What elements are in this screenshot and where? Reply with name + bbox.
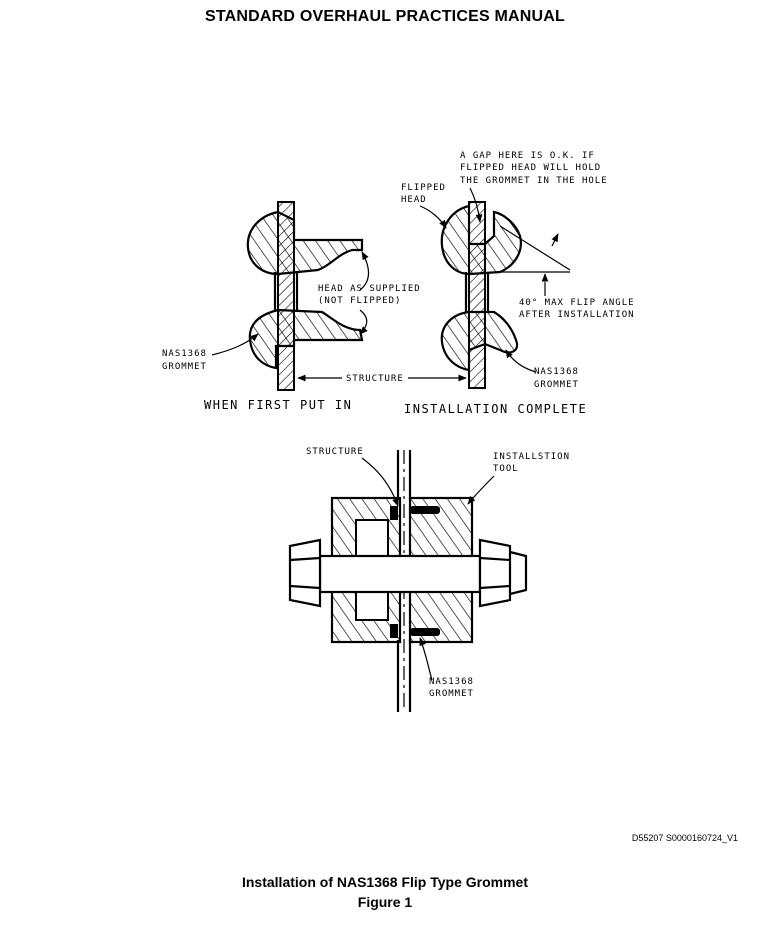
label-tool-grommet-1: NAS1368 [429,677,474,687]
grommet-upper-right [440,204,522,276]
label-grommet-left-1: NAS1368 [162,349,207,359]
label-gap-note-2: FLIPPED HEAD WILL HOLD [460,163,601,173]
page-title: STANDARD OVERHAUL PRACTICES MANUAL [205,8,565,25]
label-grommet-right-1: NAS1368 [534,367,579,377]
label-grommet-right-2: GROMMET [534,380,579,390]
bolt-shank [318,554,482,594]
hex-nut-right [478,538,512,608]
label-structure: STRUCTURE [346,374,404,384]
right-view-drawing [419,187,571,389]
label-head-as-supplied-2: (NOT FLIPPED) [318,296,401,306]
document-id: D55207 S0000160724_V1 [631,833,738,843]
label-grommet-left-2: GROMMET [162,362,207,372]
subtitle-installation-complete: INSTALLATION COMPLETE [404,402,587,416]
left-view-drawing [211,201,467,391]
subtitle-when-first-put-in: WHEN FIRST PUT IN [204,398,352,412]
label-installation-tool-1: INSTALLSTION [493,452,570,462]
label-installation-tool-2: TOOL [493,464,519,474]
grommet-lower-left [248,308,364,370]
figure-caption-title: Installation of NAS1368 Flip Type Gromme… [241,874,528,890]
label-head-as-supplied-1: HEAD AS SUPPLIED [318,284,421,294]
figure-caption-number: Figure 1 [357,894,413,910]
label-tool-grommet-2: GROMMET [429,689,474,699]
label-flip-angle-2: AFTER INSTALLATION [519,310,635,320]
structure-plate-right [468,201,486,389]
hex-nut-left [288,538,322,608]
label-tool-structure: STRUCTURE [306,447,364,457]
label-flip-angle-1: 40° MAX FLIP ANGLE [519,298,635,308]
grommet-upper-left [246,210,364,276]
grommet-lower-right [440,310,519,372]
label-flipped-head-1: FLIPPED [401,183,446,193]
label-gap-note-1: A GAP HERE IS O.K. IF [460,151,595,161]
label-gap-note-3: THE GROMMET IN THE HOLE [460,176,608,186]
tool-view-drawing [288,450,528,712]
label-flipped-head-2: HEAD [401,195,427,205]
